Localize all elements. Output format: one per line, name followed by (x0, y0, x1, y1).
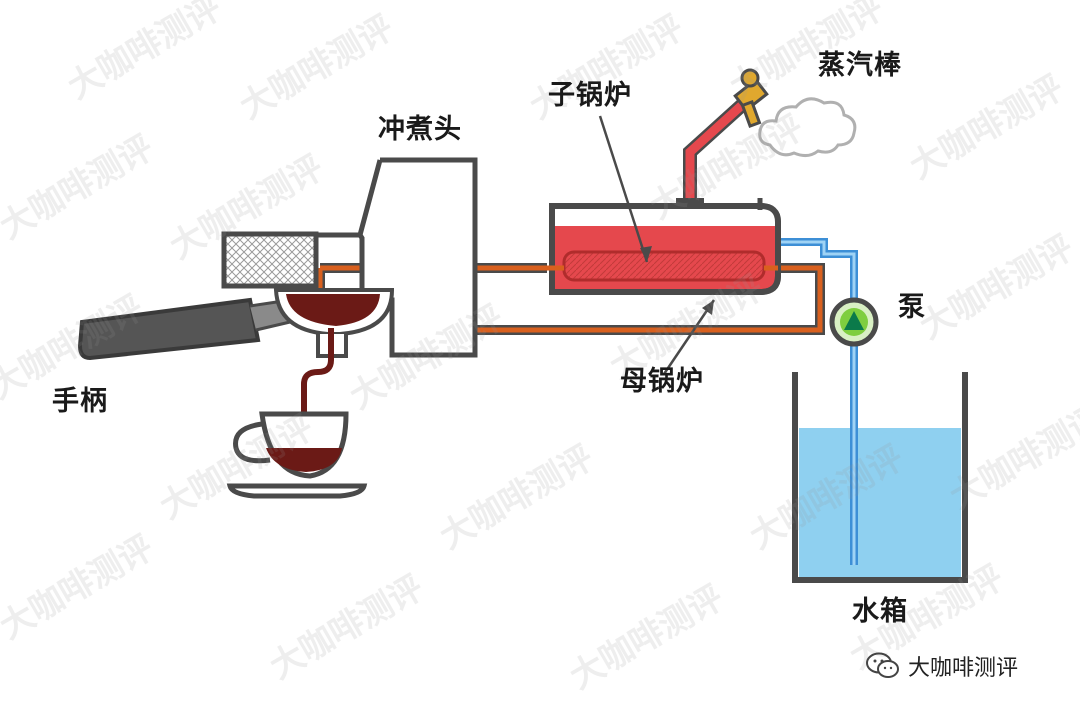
brand-mark: 大咖啡测评 (866, 650, 1018, 682)
portafilter-handle (77, 297, 261, 361)
steam-valve-icon (733, 68, 769, 128)
steam-cloud-icon (758, 97, 857, 158)
pump (829, 297, 879, 347)
brew-head (221, 157, 478, 358)
label-water-tank: 水箱 (852, 596, 908, 627)
portafilter (77, 288, 395, 420)
pump-arrow-icon (844, 311, 864, 330)
water-tank (792, 372, 968, 583)
steam-wand (676, 68, 857, 206)
cold-water-pipe (778, 238, 858, 565)
heat-exchanger (562, 250, 766, 282)
water-tank-outline (792, 372, 968, 583)
saucer (226, 483, 368, 499)
water-surface-wave (799, 432, 961, 450)
brand-name: 大咖啡测评 (908, 656, 1019, 681)
leader-lines (598, 115, 716, 375)
coffee-cup (226, 411, 368, 499)
shower-screen-mesh (221, 231, 319, 289)
wechat-icon (866, 652, 899, 678)
main-boiler-pointer (662, 299, 716, 375)
heat-exchanger-pointer (598, 115, 649, 263)
label-main-boiler: 母锅炉 (620, 366, 704, 397)
label-pump: 泵 (898, 292, 926, 323)
coffee-stream (301, 328, 334, 420)
cup-handle (233, 421, 271, 464)
label-brew-head: 冲煮头 (378, 114, 462, 145)
boiler (547, 198, 781, 295)
label-steam-wand: 蒸汽棒 (818, 50, 902, 81)
label-heat-exchanger: 子锅炉 (548, 80, 632, 111)
water-tank-water (799, 428, 961, 578)
label-portafilter: 手柄 (52, 386, 108, 417)
